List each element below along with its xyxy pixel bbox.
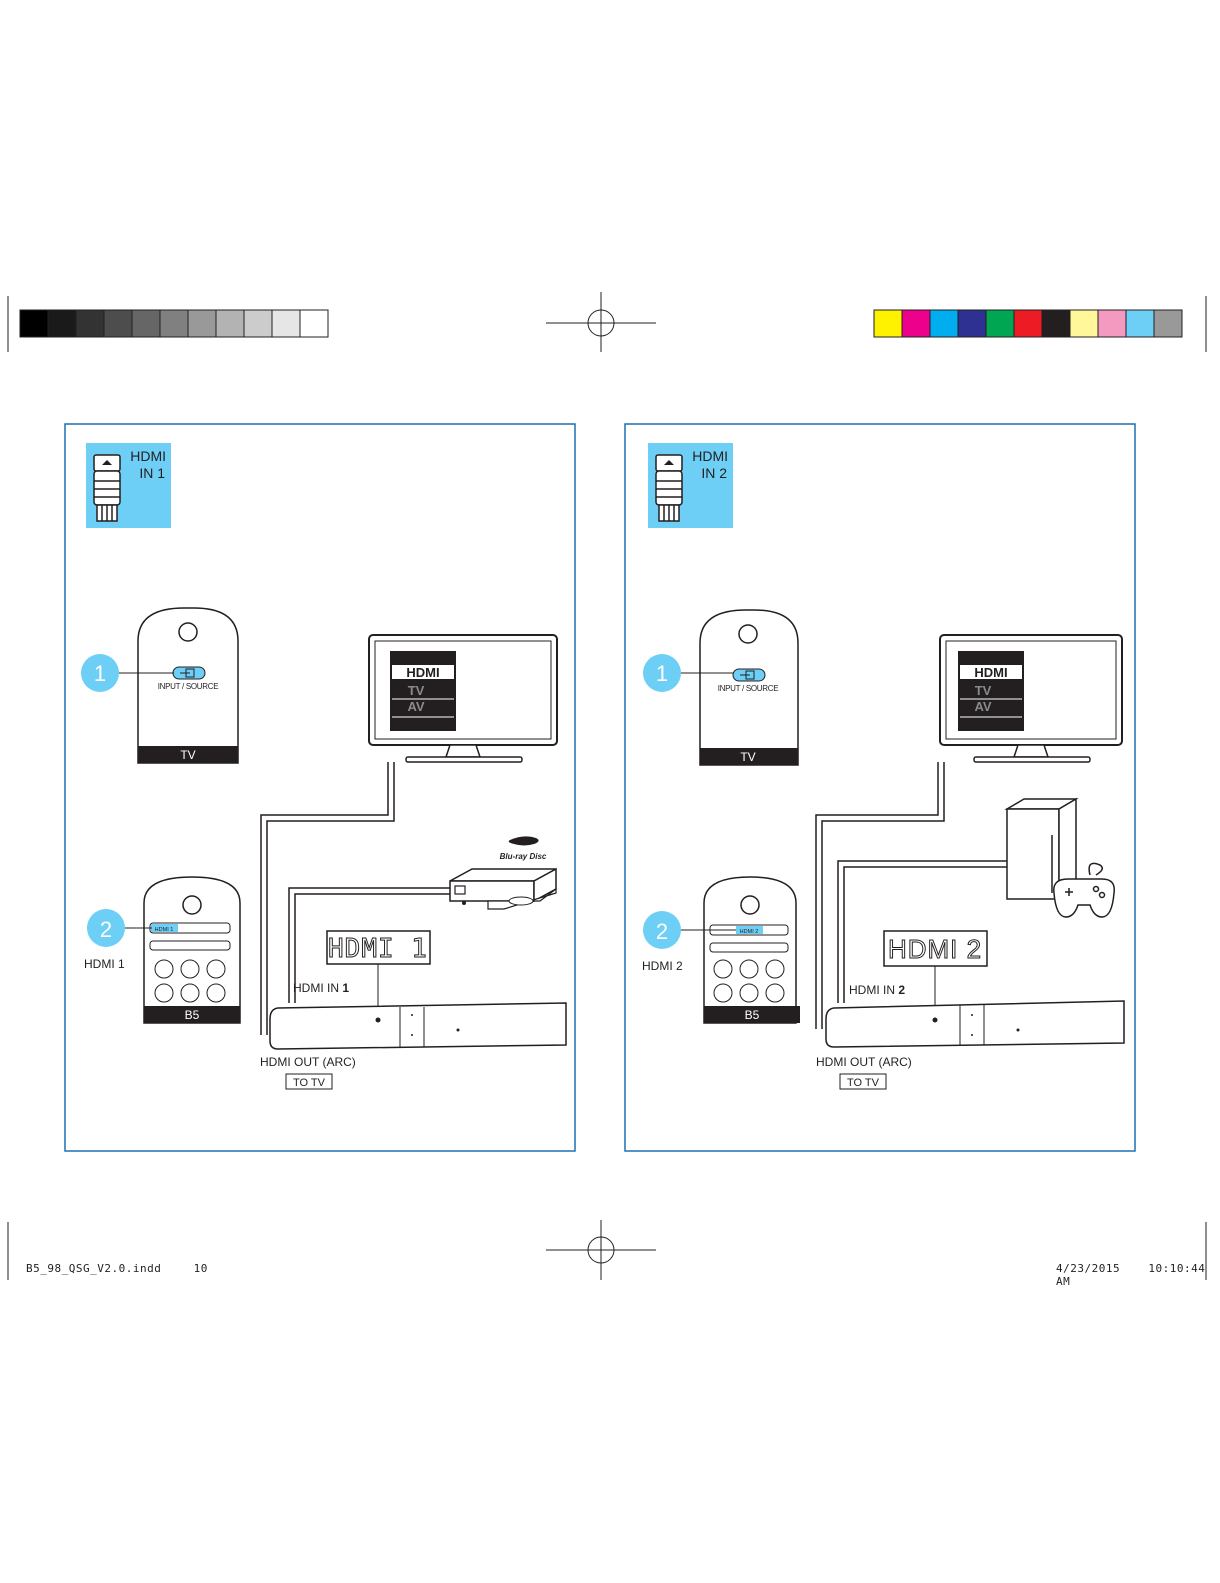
gray-swatch <box>188 310 216 337</box>
badge-line-2: IN 2 <box>701 465 727 481</box>
color-swatch <box>958 310 986 337</box>
tv-menu-av: AV <box>407 699 424 714</box>
blu-ray-logo-text: Blu-ray Disc <box>500 852 547 861</box>
slug-date: 4/23/2015 <box>1056 1262 1120 1275</box>
hdmi-in-label: HDMI IN 2 <box>849 983 905 997</box>
b5-remote: HDMI 2 B5 <box>704 877 800 1023</box>
gray-swatch <box>160 310 188 337</box>
to-tv-label: TO TV <box>847 1077 880 1089</box>
b5-button-label: HDMI 1 <box>155 927 174 933</box>
color-swatch <box>1098 310 1126 337</box>
color-swatch <box>902 310 930 337</box>
hdmi-badge: HDMI IN 2 <box>648 443 733 528</box>
blu-ray-player <box>450 869 556 909</box>
gray-swatch <box>244 310 272 337</box>
tv-menu-av: AV <box>974 699 991 714</box>
display-readout: HDMI 2 <box>888 934 982 964</box>
tv-menu-hdmi: HDMI <box>974 665 1007 680</box>
step-2-caption: HDMI 2 <box>642 959 683 973</box>
gray-swatch <box>20 310 48 337</box>
registration-mark-top <box>546 292 656 352</box>
gray-swatch <box>48 310 76 337</box>
blu-ray-disc-icon <box>509 836 539 845</box>
to-tv-label: TO TV <box>293 1077 326 1089</box>
panel-hdmi-in-1: HDMI IN 1 INPUT / SOURCE TV 1 HDMI TV AV <box>64 423 576 1153</box>
gray-swatch <box>132 310 160 337</box>
tv-remote: INPUT / SOURCE TV <box>138 608 238 763</box>
hdmi-cables <box>816 762 1007 1029</box>
b5-button-label: HDMI 2 <box>740 929 759 935</box>
gray-swatch <box>216 310 244 337</box>
badge-line-1: HDMI <box>130 448 166 464</box>
hdmi-plug-icon <box>94 455 120 521</box>
slug-file-name: B5_98_QSG_V2.0.indd <box>26 1262 161 1275</box>
tv-source-menu: HDMI TV AV <box>958 651 1024 731</box>
badge-line-1: HDMI <box>692 448 728 464</box>
input-source-label: INPUT / SOURCE <box>158 682 219 691</box>
color-swatch <box>1042 310 1070 337</box>
soundbar <box>270 1003 566 1049</box>
b5-remote: HDMI 1 B5 <box>144 877 240 1023</box>
gray-swatch <box>272 310 300 337</box>
tv-remote-name: TV <box>740 750 755 764</box>
hdmi-cables <box>261 762 452 1035</box>
hdmi-badge: HDMI IN 1 <box>86 443 171 528</box>
hdmi-out-label: HDMI OUT (ARC) <box>260 1055 356 1069</box>
slug-page-number: 10 <box>194 1262 208 1275</box>
blu-ray-logo: Blu-ray Disc <box>500 836 547 861</box>
registration-mark-bottom <box>546 1220 656 1280</box>
color-swatch <box>1014 310 1042 337</box>
slug-timestamp: 4/23/2015 10:10:44 AM <box>1056 1262 1220 1288</box>
color-swatch <box>1154 310 1182 337</box>
color-swatch <box>1126 310 1154 337</box>
gray-swatch <box>300 310 328 337</box>
tv-menu-tv: TV <box>408 683 425 698</box>
hdmi-in-label: HDMI IN 1 <box>293 981 349 995</box>
input-source-label: INPUT / SOURCE <box>718 684 779 693</box>
display-readout: HDMI 1 <box>328 934 428 964</box>
process-color-bar <box>874 310 1182 337</box>
color-swatch <box>930 310 958 337</box>
slug-file-info: B5_98_QSG_V2.0.indd 10 <box>26 1262 208 1275</box>
step-2-number: 2 <box>656 919 668 944</box>
gray-color-bar <box>20 310 328 337</box>
color-swatch <box>1070 310 1098 337</box>
hdmi-out-label: HDMI OUT (ARC) <box>816 1055 912 1069</box>
step-2-number: 2 <box>100 917 112 942</box>
color-swatch <box>986 310 1014 337</box>
step-1-number: 1 <box>656 661 668 686</box>
tv-source-menu: HDMI TV AV <box>390 651 456 731</box>
step-2-caption: HDMI 1 <box>84 957 125 971</box>
b5-remote-name: B5 <box>185 1008 200 1022</box>
gray-swatch <box>104 310 132 337</box>
panel-hdmi-in-2: HDMI IN 2 INPUT / SOURCE TV 1 HDMI TV AV <box>624 423 1136 1153</box>
television: HDMI TV AV <box>369 635 557 762</box>
step-1-number: 1 <box>94 661 106 686</box>
tv-remote: INPUT / SOURCE TV <box>700 610 798 765</box>
badge-line-2: IN 1 <box>139 465 165 481</box>
hdmi-plug-icon <box>656 455 682 521</box>
b5-remote-name: B5 <box>745 1008 760 1022</box>
tv-menu-hdmi: HDMI <box>406 665 439 680</box>
television: HDMI TV AV <box>940 635 1122 762</box>
tv-menu-tv: TV <box>975 683 992 698</box>
tv-remote-name: TV <box>180 748 195 762</box>
gray-swatch <box>76 310 104 337</box>
color-swatch <box>874 310 902 337</box>
soundbar <box>826 1001 1124 1047</box>
